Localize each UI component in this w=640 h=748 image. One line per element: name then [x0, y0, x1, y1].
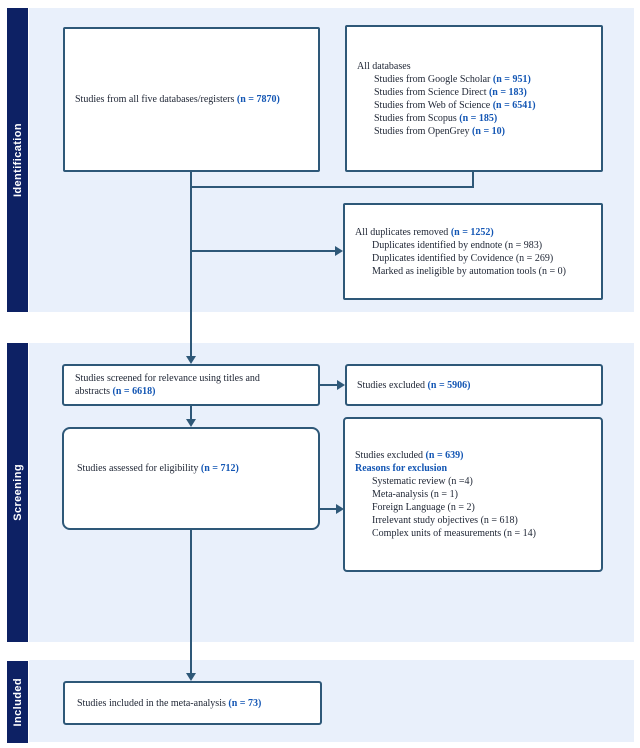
- stage-sidebar-screening: Screening: [7, 343, 28, 642]
- exclusion-reason-item: Complex units of measurements (n = 14): [372, 528, 536, 539]
- duplicates-item: Duplicates identified by Covidence (n = …: [372, 252, 554, 264]
- database-item: Studies from OpenGrey (n = 10): [374, 125, 505, 137]
- duplicates-item: Duplicates identified by endnote (n = 98…: [372, 239, 543, 251]
- box-assessed-eligibility: Studies assessed for eligibility (n = 71…: [62, 427, 320, 530]
- arrow-down-icon: [186, 673, 196, 681]
- arrow-right-icon: [336, 504, 344, 514]
- database-item: Studies from Web of Science (n = 6541): [374, 99, 536, 111]
- database-item: Studies from Science Direct (n = 183): [374, 86, 527, 98]
- connector-databases-elbow: [191, 186, 474, 188]
- connector-databases-riser: [472, 172, 474, 188]
- exclusion-reason-item: Systematic review (n =4): [372, 476, 473, 487]
- database-item: Studies from Google Scholar (n = 951): [374, 73, 531, 85]
- excluded-reasons-header: Studies excluded (n = 639): [355, 450, 464, 461]
- reasons-for-exclusion-label: Reasons for exclusion: [355, 463, 448, 474]
- stage-label-identification: Identification: [11, 122, 24, 198]
- arrow-down-icon: [186, 419, 196, 427]
- duplicates-item: Marked as ineligible by automation tools…: [372, 265, 566, 277]
- arrow-right-icon: [335, 246, 343, 256]
- included-text: Studies included in the meta-analysis (n…: [77, 697, 262, 709]
- database-item: Studies from Scopus (n = 185): [374, 112, 498, 124]
- screened-line2: abstracts (n = 6618): [75, 386, 156, 397]
- exclusion-reason-item: Meta-analysis (n = 1): [372, 489, 458, 500]
- connector-eligibility-to-reasons: [320, 508, 336, 510]
- stage-sidebar-included: Included: [7, 661, 28, 743]
- eligibility-text: Studies assessed for eligibility (n = 71…: [77, 463, 239, 474]
- box-studies-total: Studies from all five databases/register…: [63, 27, 320, 172]
- box-all-databases: All databases Studies from Google Schola…: [345, 25, 603, 172]
- screened-line1: Studies screened for relevance using tit…: [75, 373, 260, 384]
- stage-sidebar-identification: Identification: [7, 8, 28, 312]
- box-studies-total-text: Studies from all five databases/register…: [75, 94, 280, 105]
- arrow-right-icon: [337, 380, 345, 390]
- connector-screened-to-excluded: [320, 384, 337, 386]
- box-excluded-titles: Studies excluded (n = 5906): [345, 364, 603, 406]
- box-included-meta-analysis: Studies included in the meta-analysis (n…: [63, 681, 322, 725]
- excluded-titles-text: Studies excluded (n = 5906): [357, 379, 471, 391]
- connector-eligibility-to-included: [190, 530, 192, 673]
- exclusion-reason-item: Foreign Language (n = 2): [372, 502, 475, 513]
- connector-screened-to-eligibility: [190, 406, 192, 420]
- box-duplicates-removed: All duplicates removed (n = 1252) Duplic…: [343, 203, 603, 300]
- stage-label-included: Included: [11, 677, 24, 727]
- duplicates-header: All duplicates removed (n = 1252): [355, 226, 494, 238]
- connector-to-duplicates: [191, 250, 335, 252]
- box-excluded-reasons: Studies excluded (n = 639) Reasons for e…: [343, 417, 603, 572]
- box-screened-titles-abstracts: Studies screened for relevance using tit…: [62, 364, 320, 406]
- arrow-down-icon: [186, 356, 196, 364]
- exclusion-reason-item: Irrelevant study objectives (n = 618): [372, 515, 518, 526]
- all-databases-header: All databases: [357, 60, 411, 72]
- stage-label-screening: Screening: [11, 464, 24, 521]
- connector-total-to-screened: [190, 172, 192, 356]
